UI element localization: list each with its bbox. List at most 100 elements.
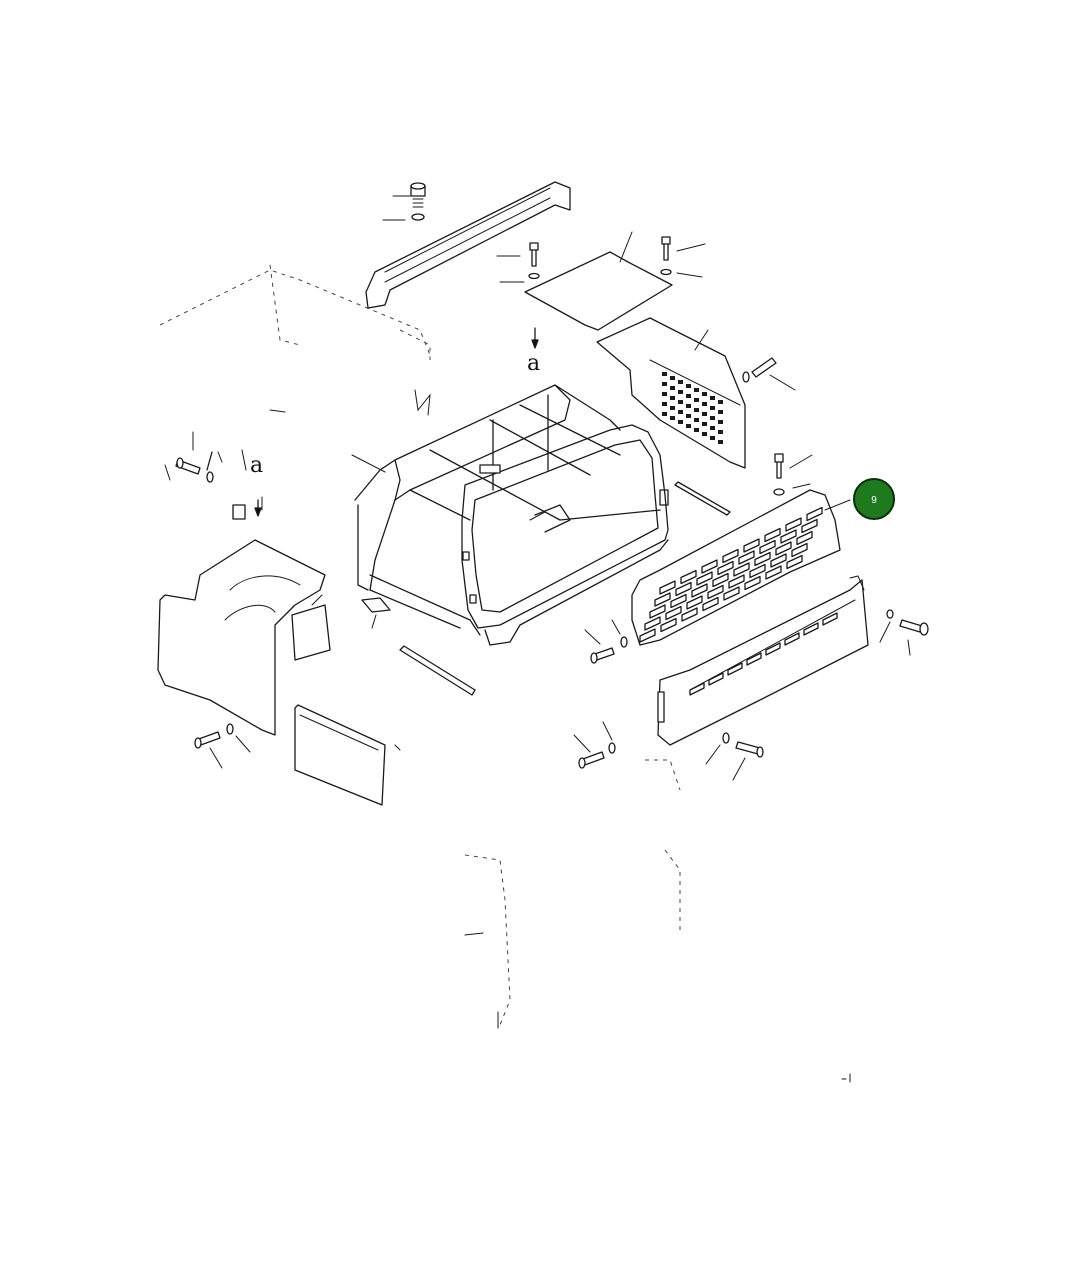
perforation (670, 396, 675, 400)
perforation (702, 402, 707, 406)
grille-slot (639, 628, 656, 643)
grille-slot (796, 530, 813, 546)
perforation (710, 396, 715, 400)
grille-slot (649, 604, 666, 619)
grille-slot (754, 551, 771, 567)
perforation (662, 412, 667, 416)
grille-slot (806, 506, 823, 522)
grille-slot (775, 541, 792, 556)
lower-slot (803, 622, 819, 636)
left-side-panel (157, 496, 331, 736)
grille-slot (654, 592, 671, 607)
perforation (718, 400, 723, 404)
lower-panel-right-bolt (705, 732, 764, 781)
plate-bolt-left (496, 242, 540, 283)
grille-slot (728, 574, 745, 589)
main-frame (351, 384, 669, 646)
grille-slot (765, 565, 782, 580)
perforation (694, 408, 699, 412)
perforation (710, 406, 715, 410)
perforation (702, 412, 707, 416)
grille-slot (770, 553, 787, 568)
grille-slot (701, 559, 718, 574)
view-letter: a (527, 351, 540, 376)
plate-bolt-right (660, 236, 706, 278)
perforation (710, 436, 715, 440)
front-grille (631, 489, 851, 646)
grille-slot (738, 550, 755, 565)
perforation (678, 410, 683, 414)
grille-slot (733, 562, 750, 577)
perforation (718, 420, 723, 424)
perforation (718, 410, 723, 414)
perforation (678, 400, 683, 404)
grille-slot (786, 554, 803, 570)
grille-left-bolt (584, 619, 628, 664)
perforation (670, 376, 675, 380)
grille-slot (759, 539, 776, 555)
perforation (686, 394, 691, 398)
callout-badge[interactable]: 9 (853, 478, 895, 520)
lower-slot (727, 662, 743, 676)
perforation (702, 432, 707, 436)
perforation (662, 402, 667, 406)
perforation (702, 422, 707, 426)
bottom-left-plate (294, 704, 401, 806)
grille-slot (659, 580, 676, 595)
grille-slot (749, 563, 766, 579)
misc-fragments (269, 389, 851, 1083)
lower-front-panel (657, 575, 869, 746)
side-panel-bolt (742, 357, 796, 391)
grille-slot (675, 581, 692, 597)
perforation (678, 420, 683, 424)
grille-slots (639, 506, 823, 643)
grille-slot (785, 517, 802, 532)
rubber-strips (361, 481, 731, 696)
top-rail (365, 181, 571, 309)
grille-slot (670, 593, 687, 609)
grille-slot (722, 548, 739, 564)
grille-slot (696, 571, 713, 586)
perforation (670, 416, 675, 420)
left-lower-bolt (194, 723, 251, 769)
perforation (718, 430, 723, 434)
grille-slot (712, 572, 729, 588)
grille-slot (686, 595, 703, 610)
grille-slot (764, 527, 781, 543)
perforation (686, 424, 691, 428)
perforation (686, 404, 691, 408)
grille-right-bolt (879, 609, 929, 656)
top-rail-bolt (410, 182, 426, 221)
grille-slot (665, 605, 682, 621)
lower-panel-left-bolt (573, 721, 616, 769)
lower-slot (784, 632, 800, 646)
grille-slot (691, 583, 708, 598)
perforation (670, 406, 675, 410)
grille-slot (743, 538, 760, 553)
lower-slot (708, 672, 724, 686)
grille-slot (707, 584, 724, 600)
view-marker-a-top: a (527, 327, 540, 376)
grille-slot (681, 607, 698, 622)
lower-slot (689, 682, 705, 696)
ghost-parts (159, 264, 681, 1026)
lower-slot (746, 652, 762, 666)
perforation (694, 388, 699, 392)
grille-slot (791, 542, 808, 558)
grille-slot (723, 586, 740, 601)
grille-slot (801, 518, 818, 534)
callout-label: 9 (871, 495, 877, 506)
lower-slot (765, 642, 781, 656)
perforation (694, 398, 699, 402)
view-marker-a-left: a (241, 449, 263, 517)
perforation (662, 372, 667, 376)
perforation (710, 426, 715, 430)
grille-slot (717, 560, 734, 576)
grille-slot (744, 575, 761, 591)
perforation (702, 392, 707, 396)
perforation (670, 386, 675, 390)
grille-slot (702, 596, 719, 612)
perforation (678, 390, 683, 394)
perforation (686, 384, 691, 388)
